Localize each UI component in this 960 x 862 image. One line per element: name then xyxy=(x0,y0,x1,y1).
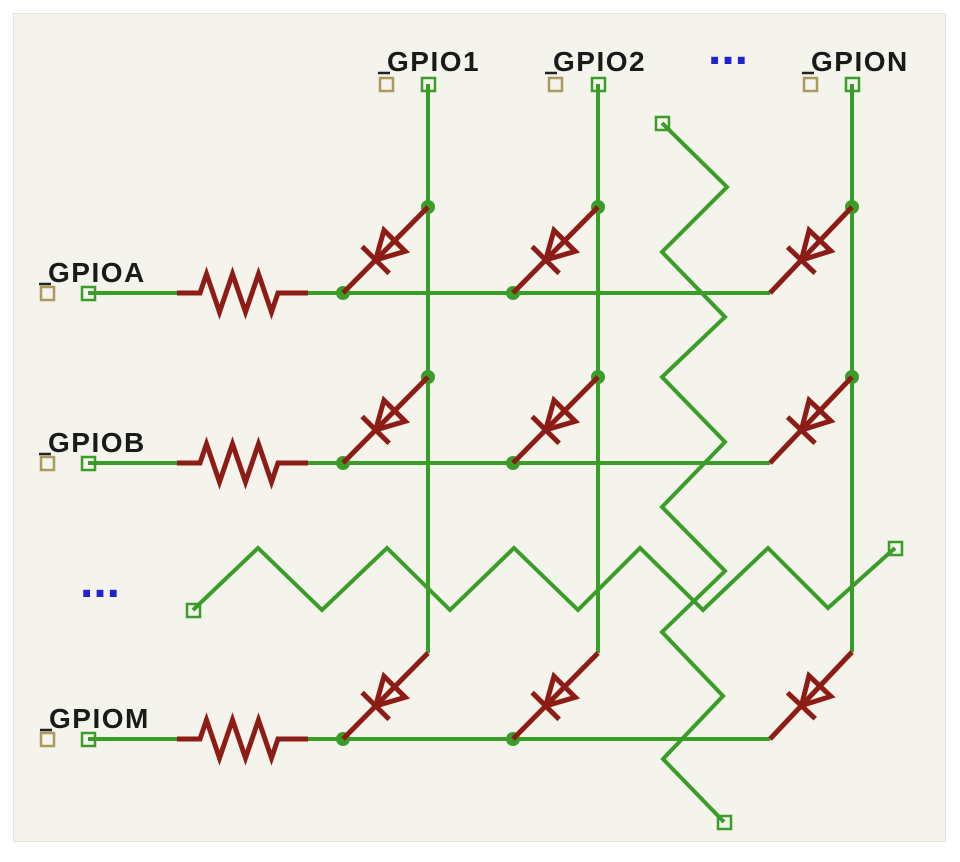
net-label-gpio2[interactable]: GPIO2 xyxy=(553,46,647,77)
label-anchor-square xyxy=(39,731,56,748)
label-anchor-square xyxy=(39,285,56,302)
wire-column-ellipsis-zigzag[interactable] xyxy=(659,121,730,824)
net-label-gpioa[interactable]: GPIOA xyxy=(48,257,146,288)
label-anchor-squares xyxy=(39,76,819,748)
wire-end-square xyxy=(887,540,904,557)
wire-end-square xyxy=(80,285,97,302)
diode-m1[interactable] xyxy=(341,651,430,741)
diode-bn[interactable] xyxy=(768,375,854,465)
diode-an[interactable] xyxy=(768,205,854,295)
wire-end-square xyxy=(185,602,202,619)
diodes xyxy=(341,205,854,741)
wire-end-square xyxy=(590,76,607,93)
rows-ellipsis[interactable]: ... xyxy=(80,555,121,608)
wire-end-square xyxy=(420,76,437,93)
net-label-gpio1[interactable]: GPIO1 xyxy=(387,46,481,77)
label-anchor-square xyxy=(378,76,395,93)
wire-row-ellipsis-zigzag[interactable] xyxy=(191,545,897,613)
resistor-row-gpiom[interactable] xyxy=(177,720,308,758)
label-anchor-square xyxy=(39,455,56,472)
diode-a1[interactable] xyxy=(341,205,430,295)
columns-ellipsis[interactable]: ... xyxy=(708,22,749,75)
wire-end-square xyxy=(844,76,861,93)
diode-b1[interactable] xyxy=(341,375,430,465)
wire-end-square xyxy=(80,731,97,748)
label-anchor-square xyxy=(547,76,564,93)
wire-end-squares xyxy=(80,76,904,831)
net-label-gpion[interactable]: GPION xyxy=(811,46,909,77)
resistor-row-gpioa[interactable] xyxy=(177,274,308,312)
diode-a2[interactable] xyxy=(511,205,600,295)
wire-end-square xyxy=(80,455,97,472)
wire-end-square xyxy=(654,115,671,132)
schematic-canvas[interactable]: GPIO1 GPIO2 GPION GPIOA GPIOB GPIOM ... … xyxy=(13,13,946,842)
net-label-gpiob[interactable]: GPIOB xyxy=(48,427,146,458)
net-label-gpiom[interactable]: GPIOM xyxy=(49,703,150,734)
label-anchor-square xyxy=(802,76,819,93)
diode-b2[interactable] xyxy=(511,375,600,465)
diode-m2[interactable] xyxy=(511,651,600,741)
resistors xyxy=(177,274,308,758)
resistor-row-gpiob[interactable] xyxy=(177,444,308,482)
label-ticks xyxy=(39,71,814,732)
wire-end-square xyxy=(716,814,733,831)
diode-mn[interactable] xyxy=(768,650,854,741)
